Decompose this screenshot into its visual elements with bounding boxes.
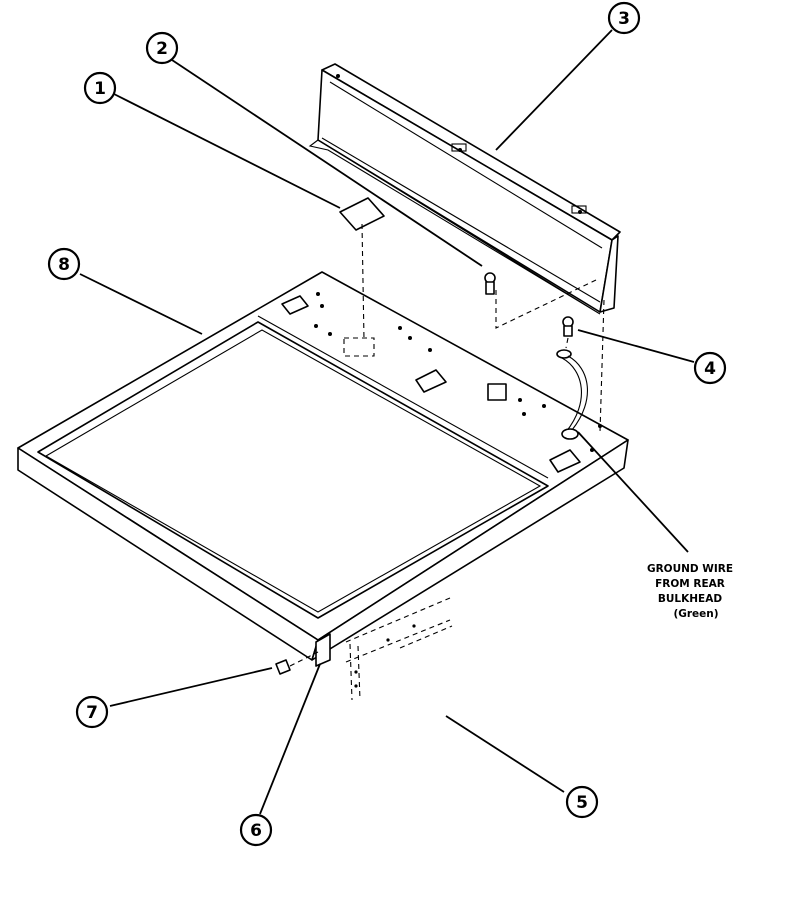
part-4-ground-wire [556,299,605,440]
part-1-label [339,197,385,341]
svg-text:2: 2 [156,39,168,59]
svg-text:4: 4 [704,359,716,379]
callout-4: 4 [693,351,727,385]
svg-text:5: 5 [576,793,588,813]
svg-text:3: 3 [618,9,630,29]
svg-text:6: 6 [250,821,262,841]
callout-1: 1 [83,71,117,105]
ground-note-line-4: (Green) [673,608,718,620]
svg-text:1: 1 [94,79,106,99]
part-2-screw [484,272,597,329]
backsplash-panel [308,63,621,315]
svg-text:7: 7 [86,703,98,723]
callout-6: 6 [239,813,273,847]
ground-note-line-1: GROUND WIRE [647,563,733,575]
cabinet-top [17,271,629,667]
callout-8: 8 [47,247,81,281]
part-7-screw [275,651,319,675]
ground-wire-note: GROUND WIRE FROM REAR BULKHEAD (Green) [647,563,733,620]
callout-2: 2 [145,31,179,65]
callout-3: 3 [607,1,641,35]
ground-note-line-3: BULKHEAD [658,593,722,605]
svg-text:8: 8 [58,255,70,275]
callout-5: 5 [565,785,599,819]
part-5-hinge [345,597,453,701]
ground-note-line-2: FROM REAR [655,578,725,590]
callout-7: 7 [75,695,109,729]
leader-lines [79,29,695,815]
